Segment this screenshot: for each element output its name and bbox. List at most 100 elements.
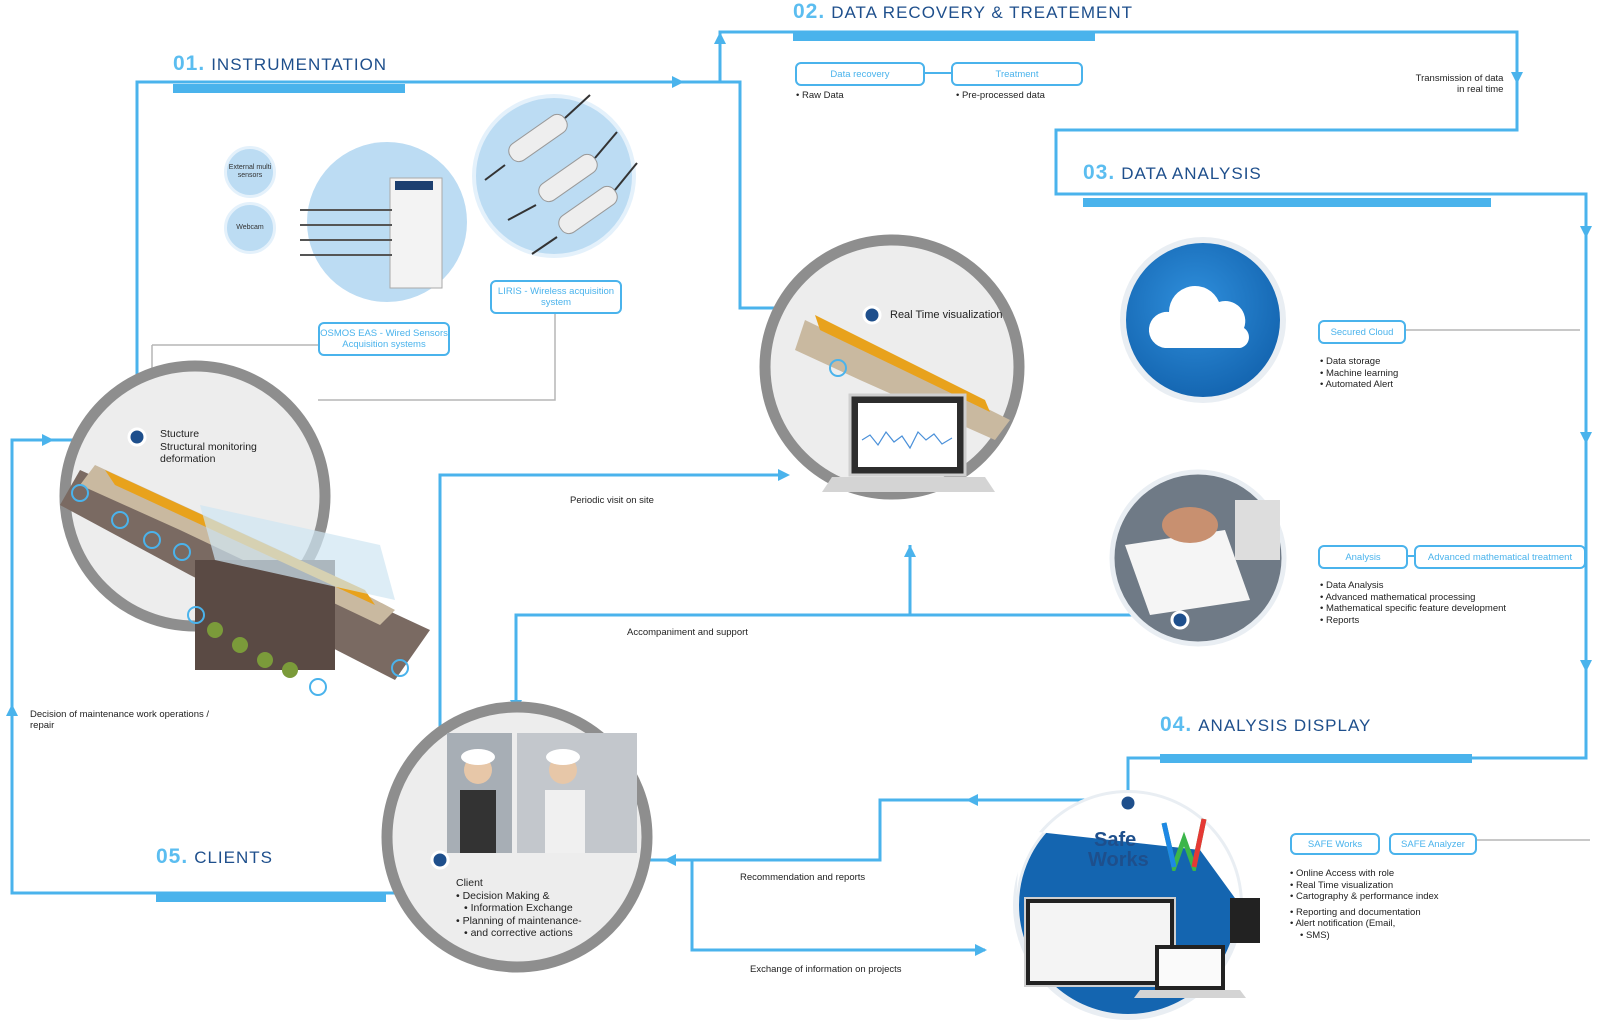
safeworks-logo-mark — [1161, 818, 1207, 871]
treatment-pill: Treatment — [951, 62, 1083, 86]
structure-caption-line: deformation — [160, 453, 216, 465]
webcam-label: Webcam — [236, 224, 264, 231]
osmos-pill: OSMOS EAS - Wired Sensors Acquisition sy… — [318, 322, 450, 356]
secured-cloud-label: Secured Cloud — [1330, 326, 1394, 338]
webcam-badge: Webcam — [224, 202, 276, 254]
analysis-pill: Analysis — [1318, 545, 1408, 569]
section-title-display: 04. ANALYSIS DISPLAY — [1160, 713, 1371, 737]
structure-caption-line: Stucture — [160, 428, 200, 440]
list-item-text: SMS) — [1305, 929, 1330, 941]
connector-lines — [151, 305, 1590, 841]
safeworks-logo: Safe Works — [1088, 830, 1149, 870]
section-underbar — [1083, 198, 1491, 207]
list-item: Reports — [1320, 615, 1506, 627]
display-list: Online Access with role Real Time visual… — [1290, 868, 1439, 942]
list-item: Raw Data — [796, 90, 844, 102]
decision-label: Decision of maintenance work operations … — [30, 709, 209, 731]
list-item: Reporting and documentation — [1290, 907, 1439, 919]
list-item: Planning of maintenance- — [456, 915, 582, 928]
safeworks-illustration — [1013, 790, 1260, 1020]
section-title-clients: 05.CLIENTS — [156, 845, 273, 869]
treatment-label: Treatment — [995, 68, 1039, 80]
section-underbar — [156, 893, 386, 902]
transmission-line: Transmission of data — [1415, 73, 1504, 84]
list-item: Real Time visualization — [1290, 880, 1439, 892]
section-number: 04. — [1160, 713, 1193, 736]
safe-works-pill: SAFE Works — [1290, 833, 1380, 855]
cloud-illustration — [1120, 237, 1286, 403]
transmission-line: in real time — [1457, 84, 1504, 95]
section-number: 02. — [793, 0, 826, 23]
section-title-recovery: 02. DATA RECOVERY & TREATEMENT — [793, 0, 1133, 24]
safe-analyzer-label: SAFE Analyzer — [1401, 838, 1465, 850]
list-item: Mathematical specific feature developmen… — [1320, 603, 1506, 615]
external-sensors-badge: External multi sensors — [224, 146, 276, 198]
section-underbar — [793, 32, 1095, 41]
structure-illustration — [59, 360, 430, 696]
exchange-label: Exchange of information on projects — [750, 964, 902, 975]
list-item: Automated Alert — [1320, 379, 1398, 391]
section-title-text: DATA ANALYSIS — [1121, 164, 1262, 183]
list-item: Decision Making & — [456, 890, 582, 903]
accompaniment-label: Accompaniment and support — [627, 627, 748, 638]
list-item-continued: Information Exchange — [456, 902, 582, 915]
realtime-label: Real Time visualization — [890, 309, 1003, 321]
periodic-visit-label: Periodic visit on site — [570, 495, 654, 506]
list-item-continued: and corrective actions — [456, 927, 582, 940]
safe-works-label: SAFE Works — [1307, 838, 1363, 850]
section-underbar — [173, 84, 405, 93]
wireless-sensor-illustration — [472, 94, 638, 258]
decision-line: repair — [30, 720, 55, 731]
section-title-text: INSTRUMENTATION — [211, 55, 388, 74]
pill-connector — [1406, 555, 1414, 557]
analysis-illustration — [1109, 469, 1287, 647]
list-item: Pre-processed data — [956, 90, 1045, 102]
safe-analyzer-pill: SAFE Analyzer — [1389, 833, 1477, 855]
clients-title: Client — [456, 877, 483, 889]
list-item-text: and corrective actions — [470, 927, 573, 939]
pill-connector — [923, 72, 951, 74]
section-title-instrumentation: 01. INSTRUMENTATION — [173, 52, 387, 76]
recovery-list-1: Raw Data — [796, 90, 844, 102]
data-recovery-pill: Data recovery — [795, 62, 925, 86]
transmission-label: Transmission of data in real time — [1413, 73, 1504, 95]
section-title-analysis: 03. DATA ANALYSIS — [1083, 161, 1262, 185]
section-title-text: ANALYSIS DISPLAY — [1198, 716, 1372, 735]
list-item: Data Analysis — [1320, 580, 1506, 592]
structure-caption-line: Structural monitoring — [160, 440, 257, 453]
section-number: 03. — [1083, 161, 1116, 184]
secured-cloud-pill: Secured Cloud — [1318, 320, 1406, 344]
structure-caption: Stucture Structural monitoring deformati… — [160, 428, 257, 466]
section-number: 01. — [173, 52, 206, 75]
advanced-treatment-pill: Advanced mathematical treatment — [1414, 545, 1586, 569]
list-item-continued: SMS) — [1290, 930, 1439, 942]
analysis-list: Data Analysis Advanced mathematical proc… — [1320, 580, 1506, 626]
clients-illustration — [381, 701, 653, 973]
list-item-text: Information Exchange — [470, 902, 573, 914]
wired-sensor-illustration — [300, 142, 467, 302]
section-underbar — [1160, 754, 1472, 763]
osmos-label: OSMOS EAS - Wired Sensors Acquisition sy… — [320, 328, 448, 350]
cloud-list: Data storage Machine learning Automated … — [1320, 356, 1398, 391]
clients-list: Decision Making & Information Exchange P… — [456, 890, 582, 940]
decision-line: Decision of maintenance work operations … — [30, 709, 210, 720]
list-item: Machine learning — [1320, 368, 1398, 380]
liris-pill: LIRIS - Wireless acquisition system — [490, 280, 622, 314]
realtime-illustration — [759, 234, 1025, 500]
section-title-text: DATA RECOVERY & TREATEMENT — [831, 3, 1134, 22]
advanced-treatment-label: Advanced mathematical treatment — [1427, 551, 1573, 563]
list-item: Data storage — [1320, 356, 1398, 368]
section-title-text: CLIENTS — [194, 848, 273, 867]
logo-text: Safe — [1094, 829, 1137, 851]
data-recovery-label: Data recovery — [830, 68, 890, 80]
logo-text: Works — [1088, 849, 1149, 871]
list-item: Online Access with role — [1290, 868, 1439, 880]
analysis-pill-label: Analysis — [1345, 551, 1381, 563]
list-item: Alert notification (Email, — [1290, 918, 1439, 930]
clients-caption: Client Decision Making & Information Exc… — [456, 877, 582, 940]
list-item: Cartography & performance index — [1290, 891, 1439, 903]
recommendation-label: Recommendation and reports — [740, 872, 866, 883]
list-item: Advanced mathematical processing — [1320, 592, 1506, 604]
recovery-list-2: Pre-processed data — [956, 90, 1045, 102]
